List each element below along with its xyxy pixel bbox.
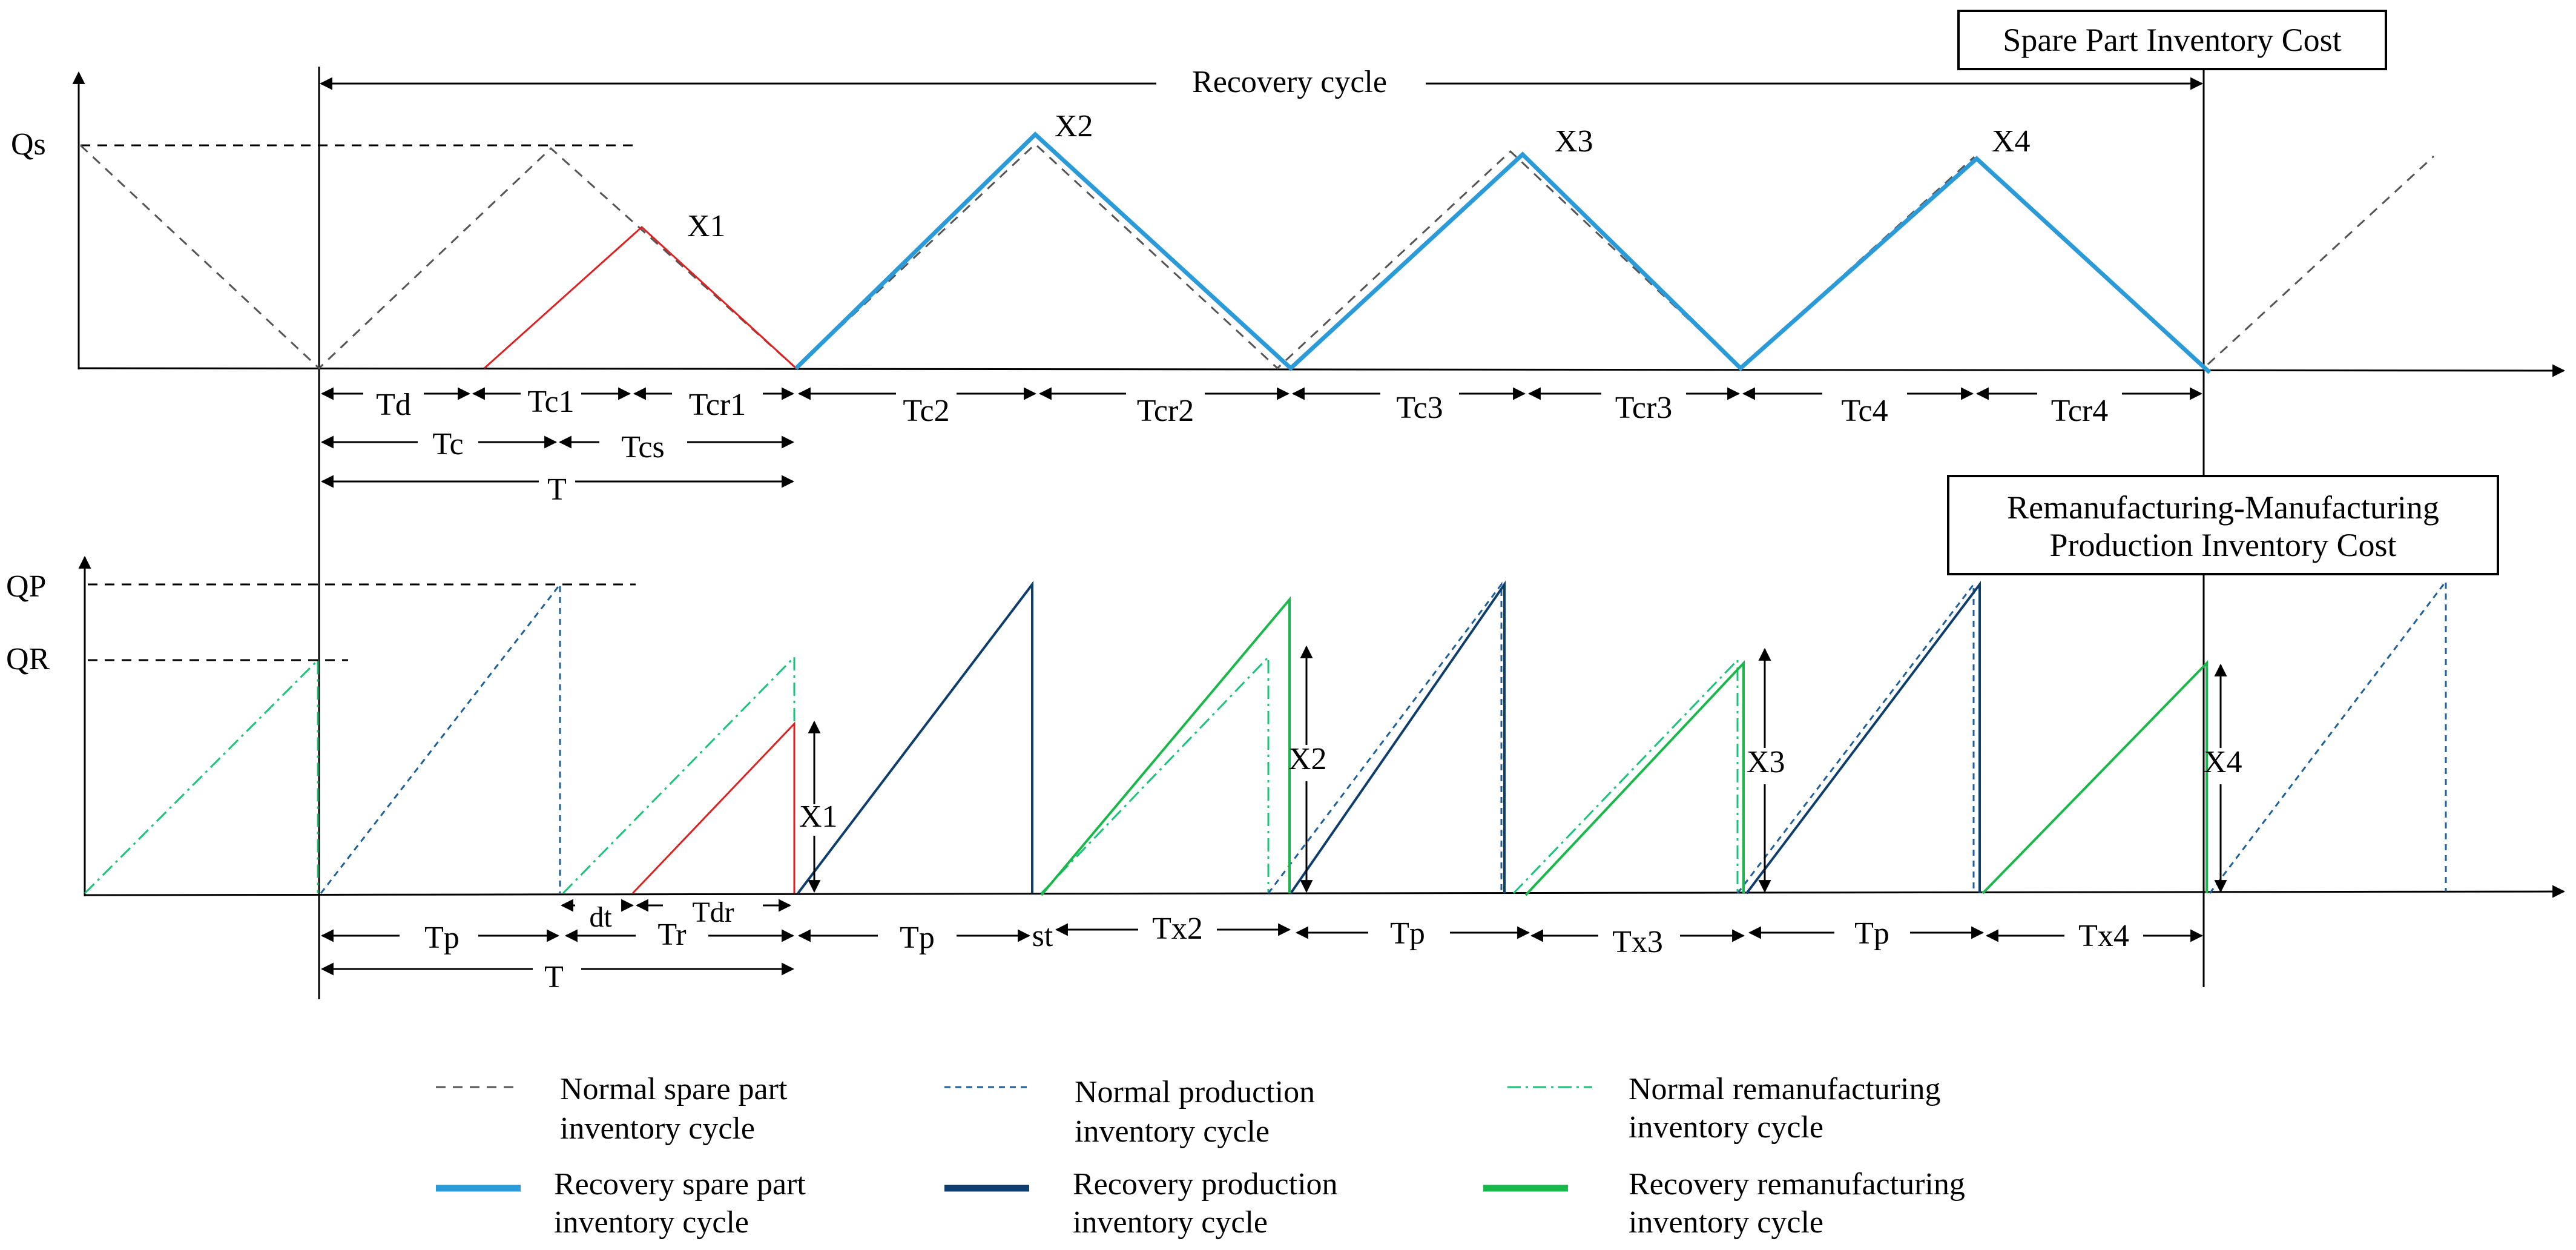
bottom-x2-label: X2 — [1288, 742, 1327, 776]
svg-text:inventory cycle: inventory cycle — [554, 1205, 749, 1240]
legend-item-normal-spare: Normal spare part inventory cycle — [436, 1072, 788, 1146]
top-tc4-label: Tc4 — [1841, 394, 1888, 428]
recovery-reman-cycle-line-3 — [1981, 660, 2208, 895]
normal-production-cycle-line — [320, 581, 561, 894]
bottom-interval-row1 — [320, 923, 2204, 942]
recovery-reman-cycle-line — [1040, 596, 1291, 896]
normal-reman-cycle-line — [84, 658, 319, 895]
bottom-tp3-label: Tp — [1390, 916, 1425, 951]
normal-production-cycle-line-4 — [2209, 578, 2447, 894]
bottom-tdr-label: Tdr — [692, 896, 734, 928]
top-tc-label: Tc — [432, 427, 463, 461]
recovery-cycle-label: Recovery cycle — [1192, 65, 1387, 99]
bottom-st-label: st — [1032, 919, 1053, 953]
bottom-tp1-label: Tp — [424, 921, 460, 955]
spare-part-cost-box — [1957, 10, 2387, 70]
bottom-tx2-label: Tx2 — [1152, 911, 1203, 946]
legend-item-normal-reman: Normal remanufacturing inventory cycle — [1507, 1072, 1940, 1145]
qs-label: Qs — [11, 127, 46, 162]
svg-text:Recovery spare part: Recovery spare part — [554, 1167, 806, 1202]
qr-label: QR — [6, 642, 50, 676]
top-tc2-label: Tc2 — [903, 394, 949, 428]
disrupted-spare-line — [483, 225, 797, 369]
top-x-axis — [78, 364, 2566, 377]
legend-item-normal-production: Normal production inventory cycle — [944, 1075, 1315, 1149]
bottom-dt-label: dt — [589, 901, 612, 933]
legend-item-recovery-reman: Recovery remanufacturing inventory cycle — [1483, 1167, 1965, 1240]
svg-text:Recovery remanufacturing: Recovery remanufacturing — [1629, 1167, 1965, 1202]
bottom-t-label: T — [544, 960, 564, 994]
svg-text:inventory cycle: inventory cycle — [1073, 1205, 1268, 1240]
bottom-tp4-label: Tp — [1854, 916, 1889, 951]
legend-item-recovery-production: Recovery production inventory cycle — [944, 1167, 1338, 1240]
bottom-tx3-label: Tx3 — [1612, 925, 1663, 959]
top-tcr2-label: Tcr2 — [1137, 394, 1194, 428]
production-cost-box — [1947, 475, 2499, 575]
normal-reman-cycle-line-4 — [1512, 658, 1739, 895]
top-tcr3-label: Tcr3 — [1615, 391, 1673, 425]
qp-label: QP — [6, 569, 46, 604]
top-tcr4-label: Tcr4 — [2051, 394, 2109, 428]
legend-item-recovery-spare: Recovery spare part inventory cycle — [436, 1167, 806, 1240]
top-tc1-label: Tc1 — [527, 385, 574, 419]
recovery-production-cycle-line-3 — [1745, 581, 1981, 895]
spare-part-cost-title: Spare Part Inventory Cost — [2003, 22, 2341, 58]
recovery-production-cycle-line — [797, 581, 1033, 895]
top-x3-label: X3 — [1555, 124, 1593, 159]
svg-text:Normal spare part: Normal spare part — [560, 1072, 788, 1106]
svg-text:inventory cycle: inventory cycle — [1629, 1110, 1823, 1145]
legend: Normal spare part inventory cycle Normal… — [436, 1072, 1965, 1240]
bottom-tr-label: Tr — [657, 918, 686, 952]
production-cost-title-line1: Remanufacturing-Manufacturing — [2007, 489, 2439, 526]
top-tc3-label: Tc3 — [1396, 391, 1443, 425]
top-x1-label: X1 — [687, 209, 726, 243]
bottom-x4-label: X4 — [2204, 745, 2242, 779]
normal-reman-cycle-line-3 — [1040, 655, 1270, 895]
top-x2-label: X2 — [1055, 109, 1093, 144]
top-tcr1-label: Tcr1 — [689, 388, 746, 422]
svg-text:Recovery production: Recovery production — [1073, 1167, 1338, 1202]
recovery-reman-cycle-line-2 — [1524, 660, 1745, 896]
recovery-production-cycle-line-2 — [1290, 580, 1506, 895]
disrupted-production-line — [631, 721, 796, 895]
production-cost-title-line2: Production Inventory Cost — [2050, 527, 2397, 563]
svg-text:inventory cycle: inventory cycle — [560, 1111, 755, 1146]
height-arrows — [808, 645, 2227, 893]
bottom-panel: Remanufacturing-Manufacturing Production… — [6, 475, 2566, 994]
bottom-tx4-label: Tx4 — [2078, 919, 2129, 953]
top-td-label: Td — [376, 388, 411, 422]
normal-production-cycle-line-2 — [1267, 581, 1503, 894]
bottom-tp2-label: Tp — [900, 921, 935, 955]
normal-production-cycle-line-3 — [1736, 581, 1975, 894]
svg-text:Normal remanufacturing: Normal remanufacturing — [1629, 1072, 1940, 1106]
top-x4-label: X4 — [1992, 124, 2031, 159]
top-tcs-label: Tcs — [621, 430, 664, 465]
svg-text:inventory cycle: inventory cycle — [1075, 1114, 1270, 1149]
recovery-spare-cycle-line — [794, 131, 2212, 374]
bottom-x3-label: X3 — [1747, 745, 1785, 779]
bottom-x-axis — [84, 885, 2566, 898]
bottom-x1-label: X1 — [799, 799, 838, 834]
top-panel: Spare Part Inventory Cost Recovery cycle… — [11, 10, 2566, 999]
svg-text:Normal production: Normal production — [1075, 1075, 1315, 1109]
svg-text:inventory cycle: inventory cycle — [1629, 1205, 1823, 1240]
top-t-label: T — [547, 472, 567, 507]
normal-reman-cycle-line-2 — [562, 655, 796, 895]
